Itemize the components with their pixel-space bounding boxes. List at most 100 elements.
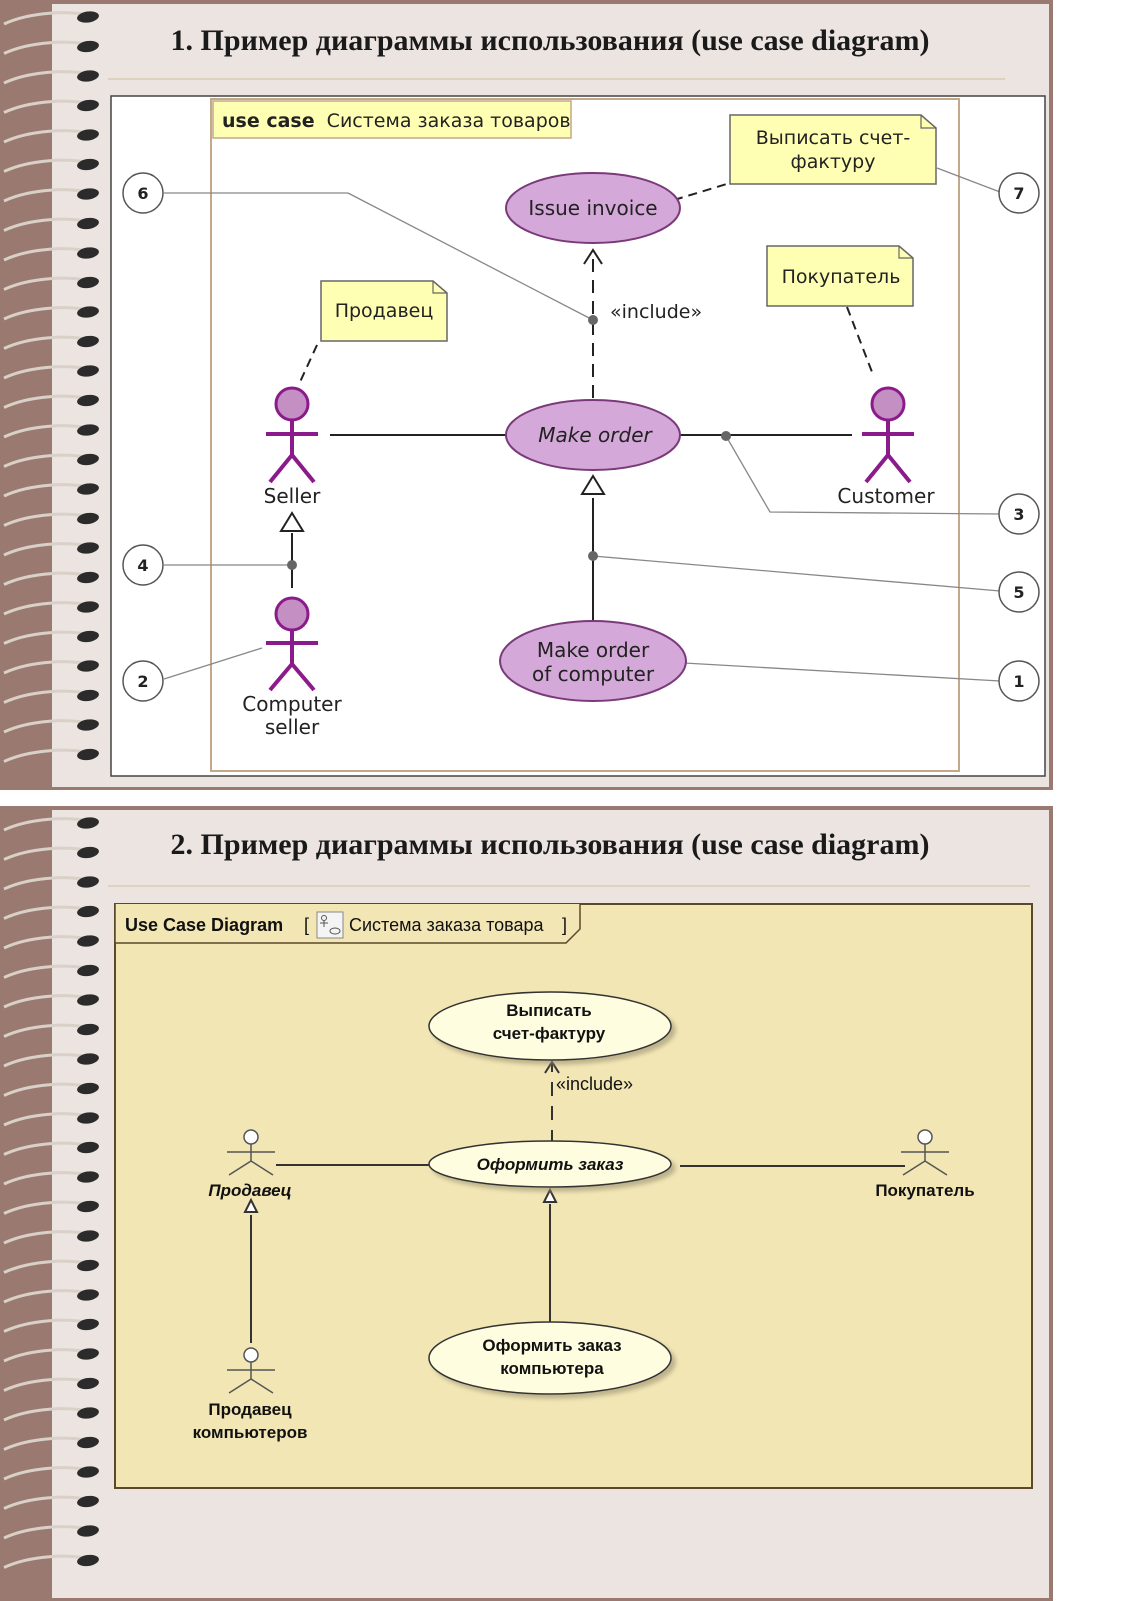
actor-seller: Seller <box>264 386 321 508</box>
svg-text:Issue invoice: Issue invoice <box>528 196 657 220</box>
spiral-binding <box>3 11 99 763</box>
spiral-binding <box>3 817 99 1569</box>
svg-text:компьютера: компьютера <box>500 1359 604 1378</box>
spiral-ring <box>77 335 99 348</box>
spiral-ring <box>77 483 99 495</box>
spiral-ring <box>77 601 99 613</box>
spiral-ring <box>77 453 99 466</box>
spiral-ring <box>77 1171 99 1183</box>
note-link-invoice <box>673 182 731 201</box>
spiral-ring <box>77 217 99 230</box>
svg-text:2: 2 <box>137 672 148 691</box>
svg-text:Продавец: Продавец <box>208 1400 292 1419</box>
usecase-make-order: Make order <box>505 399 681 471</box>
spiral-ring <box>77 40 99 53</box>
actor-buyer-2: Покупатель <box>875 1129 975 1200</box>
use-case-diagram-1: use case Система заказа товаров <box>110 95 1046 777</box>
actor-customer: Customer <box>837 386 935 508</box>
diagram-icon <box>316 911 344 939</box>
svg-text:Computer: Computer <box>242 692 342 716</box>
svg-text:5: 5 <box>1013 583 1024 602</box>
frame-name: Система заказа товаров <box>327 110 571 132</box>
spiral-ring <box>77 542 99 554</box>
svg-text:Оформить заказ: Оформить заказ <box>477 1155 624 1174</box>
spiral-ring <box>77 1230 99 1242</box>
note-seller: Продавец <box>320 280 448 342</box>
callout-1: 1 <box>998 660 1040 702</box>
actor-computer-seller: Computer seller <box>242 596 342 739</box>
note-link-seller <box>299 344 318 383</box>
svg-text:Оформить заказ: Оформить заказ <box>482 1336 621 1355</box>
svg-text:4: 4 <box>137 556 148 575</box>
callout-5: 5 <box>998 571 1040 613</box>
spiral-ring <box>77 11 99 23</box>
spiral-ring <box>77 1082 99 1095</box>
spiral-ring <box>77 876 99 888</box>
include-arrowhead-2 <box>544 1060 560 1074</box>
spiral-ring <box>77 1466 99 1478</box>
usecase-computer-order-2: Оформить заказ компьютера <box>428 1321 672 1395</box>
svg-text:3: 3 <box>1013 505 1024 524</box>
spiral-ring <box>77 846 99 859</box>
spiral-ring <box>77 1495 99 1508</box>
callout-anchors <box>287 315 731 570</box>
callout-2: 2 <box>122 660 164 702</box>
actor-customer-label: Customer <box>837 484 935 508</box>
spiral-ring <box>77 689 99 702</box>
spiral-ring <box>77 394 99 407</box>
system-frame <box>210 98 960 772</box>
svg-text:Покупатель: Покупатель <box>875 1181 974 1200</box>
frame-tab <box>114 904 581 944</box>
note-link-customer <box>846 306 873 373</box>
frame-keyword: use case <box>222 110 315 132</box>
spiral-ring <box>77 276 99 289</box>
spiral-ring <box>77 571 99 584</box>
spiral-ring <box>77 99 99 112</box>
frame-name: Система заказа товара <box>349 915 545 935</box>
spiral-ring <box>77 247 99 259</box>
actor-seller-label: Seller <box>264 484 321 508</box>
spiral-ring <box>77 1023 99 1036</box>
usecase-make-order-computer: Make order of computer <box>499 620 687 702</box>
spiral-ring <box>77 1525 99 1537</box>
svg-text:Выписать: Выписать <box>506 1001 591 1020</box>
generalization-actor-arrow <box>279 511 305 532</box>
use-case-diagram-2: Use Case Diagram [ Система заказа товара… <box>114 903 1033 1489</box>
spiral-ring <box>77 817 99 829</box>
generalization-usecase-arrow <box>580 474 606 495</box>
usecase-invoice-2: Выписать счет-фактуру <box>428 991 672 1061</box>
svg-text:seller: seller <box>265 715 320 739</box>
generalization-seller-arrow <box>243 1197 259 1213</box>
callout-7: 7 <box>998 172 1040 214</box>
spiral-ring <box>77 1112 99 1124</box>
svg-text:Продавец: Продавец <box>335 300 434 322</box>
svg-text:фактуру: фактуру <box>791 151 876 173</box>
spiral-ring <box>77 935 99 947</box>
slide-1-title: 1. Пример диаграммы использования (use c… <box>170 24 930 57</box>
svg-text:Make order: Make order <box>538 423 653 447</box>
spiral-ring <box>77 306 99 318</box>
slide-2-title: 2. Пример диаграммы использования (use c… <box>170 828 930 861</box>
associations-2 <box>243 1060 905 1343</box>
spiral-ring <box>77 70 99 82</box>
frame-label: Use Case Diagram <box>125 915 283 935</box>
include-arrowhead <box>583 248 603 265</box>
note-invoice: Выписать счет- фактуру <box>729 114 937 185</box>
generalization-order-arrow <box>542 1187 558 1203</box>
spiral-ring <box>77 1053 99 1065</box>
svg-text:Выписать счет-: Выписать счет- <box>756 127 911 149</box>
svg-text:1: 1 <box>1013 672 1024 691</box>
include-label: «include» <box>610 301 702 323</box>
frame-bracket-close: ] <box>562 915 567 935</box>
svg-text:счет-фактуру: счет-фактуру <box>493 1024 606 1043</box>
callout-leaders <box>163 167 1001 682</box>
svg-text:6: 6 <box>137 184 148 203</box>
spiral-ring <box>77 719 99 731</box>
spiral-ring <box>77 365 99 377</box>
spiral-ring <box>77 660 99 672</box>
spiral-ring <box>77 1141 99 1154</box>
slide-2: 2. Пример диаграммы использования (use c… <box>0 806 1053 1601</box>
usecase-issue-invoice: Issue invoice <box>505 172 681 244</box>
spiral-ring <box>77 630 99 643</box>
frame-bracket-open: [ <box>304 915 309 935</box>
